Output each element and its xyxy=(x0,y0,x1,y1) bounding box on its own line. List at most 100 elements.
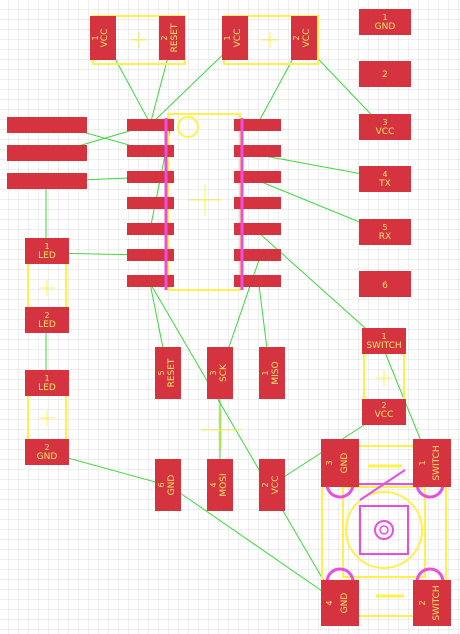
pad-label: VCC xyxy=(100,29,110,48)
pad-label: GND xyxy=(340,593,350,614)
pad-label: SCK xyxy=(219,363,229,382)
switch-actuator xyxy=(345,491,423,569)
pad-label: GND xyxy=(340,453,350,474)
pad-led[interactable] xyxy=(25,238,69,264)
pad-label: MOSI xyxy=(219,473,229,496)
silkscreen-outline xyxy=(321,445,447,617)
pad-label: GND xyxy=(167,475,177,496)
pad-vcc[interactable] xyxy=(291,16,317,60)
pad-number: 1 xyxy=(261,370,270,375)
microcontroller-chip xyxy=(127,113,281,291)
pad-serial-6[interactable] xyxy=(359,271,411,297)
pad-vcc[interactable] xyxy=(222,16,248,60)
chip-pin[interactable] xyxy=(127,171,174,183)
pad-tact-switch[interactable] xyxy=(413,439,451,487)
pad-tact-switch[interactable] xyxy=(413,580,451,626)
pad-serial-2[interactable] xyxy=(359,61,411,87)
pad-isp-vcc[interactable] xyxy=(259,459,285,511)
pad-isp-miso[interactable] xyxy=(259,347,285,399)
pad-label: VCC xyxy=(376,127,395,137)
pad-label: GND xyxy=(375,22,396,32)
crosshair-mark xyxy=(39,410,55,426)
pad-number: 1 xyxy=(418,460,427,465)
pad-bare[interactable] xyxy=(7,173,87,189)
pad-bare[interactable] xyxy=(7,117,87,133)
chip-pin[interactable] xyxy=(127,145,174,157)
pad-isp-mosi[interactable] xyxy=(207,459,233,511)
pad-number: 2 xyxy=(44,311,49,320)
left-pad-group xyxy=(7,117,87,189)
pad-isp-reset[interactable] xyxy=(155,347,181,399)
pad-label: LED xyxy=(38,251,56,261)
pad-number: 3 xyxy=(382,118,387,127)
chip-pin[interactable] xyxy=(127,197,174,209)
pad-number: 4 xyxy=(209,482,218,487)
pad-led[interactable] xyxy=(25,370,69,396)
switch-header: 1 SWITCH 2 VCC xyxy=(362,328,406,425)
chip-pin[interactable] xyxy=(127,275,174,287)
pad-number: 2 xyxy=(381,401,386,410)
pad-vcc[interactable] xyxy=(90,16,116,60)
pad-reset[interactable] xyxy=(159,16,185,60)
trace-ring xyxy=(379,525,389,535)
crosshair-mark xyxy=(131,32,147,48)
pad-number: 1 xyxy=(381,332,386,341)
pad-vcc[interactable] xyxy=(362,399,406,425)
pad-tact-gnd[interactable] xyxy=(321,580,359,626)
pad-serial-3[interactable] xyxy=(359,114,411,140)
led-b: 1 LED 2 GND xyxy=(25,370,69,465)
chip-right-pins xyxy=(234,119,281,287)
pin1-marker xyxy=(177,116,199,138)
pad-number: 2 xyxy=(261,482,270,487)
pad-label: MISO xyxy=(271,361,281,384)
chip-pin[interactable] xyxy=(234,119,281,131)
chip-pin[interactable] xyxy=(234,145,281,157)
pad-serial-5[interactable] xyxy=(359,219,411,245)
chip-left-pins xyxy=(127,119,174,287)
pad-number: 3 xyxy=(209,370,218,375)
pad-number: 2 xyxy=(292,35,301,40)
pad-label: VCC xyxy=(233,29,243,48)
chip-pin[interactable] xyxy=(127,223,174,235)
pad-label: SWITCH xyxy=(432,585,442,620)
pad-label: GND xyxy=(37,452,58,462)
chip-pin[interactable] xyxy=(234,197,281,209)
pad-isp-sck[interactable] xyxy=(207,347,233,399)
chip-pin[interactable] xyxy=(234,223,281,235)
pad-led[interactable] xyxy=(25,307,69,333)
crosshair-mark xyxy=(189,184,221,216)
serial-header: 1 GND 2 3 VCC 4 TX 5 RX 6 xyxy=(359,9,411,297)
pad-number: 2 xyxy=(382,70,388,80)
crosshair-mark xyxy=(376,370,392,386)
chip-pin[interactable] xyxy=(234,171,281,183)
pad-label: VCC xyxy=(271,476,281,495)
pad-number: 1 xyxy=(91,35,100,40)
chip-pin[interactable] xyxy=(234,275,281,287)
pad-serial-4[interactable] xyxy=(359,166,411,192)
crosshair-mark xyxy=(39,280,55,296)
pad-label: SWITCH xyxy=(366,341,401,351)
pad-number: 1 xyxy=(223,35,232,40)
pad-gnd[interactable] xyxy=(25,439,69,465)
crosshair-mark xyxy=(201,410,241,450)
pad-number: 5 xyxy=(157,370,166,375)
pad-isp-gnd[interactable] xyxy=(155,459,181,511)
chip-pin[interactable] xyxy=(127,119,174,131)
pad-number: 3 xyxy=(325,460,334,465)
pad-tact-gnd[interactable] xyxy=(321,439,359,487)
pad-label: TX xyxy=(378,179,391,189)
pad-label: SWITCH xyxy=(432,445,442,480)
pad-label: RX xyxy=(379,232,391,242)
trace-ring xyxy=(374,520,394,540)
pad-serial-1[interactable] xyxy=(359,9,411,35)
chip-pin[interactable] xyxy=(127,249,174,261)
pad-label: LED xyxy=(38,320,56,330)
pad-number: 2 xyxy=(160,35,169,40)
pad-switch[interactable] xyxy=(362,328,406,354)
pad-label: VCC xyxy=(375,410,394,420)
header-vcc-vcc: 1 VCC 2 VCC xyxy=(222,15,319,65)
pad-bare[interactable] xyxy=(7,145,87,161)
chip-pin[interactable] xyxy=(234,249,281,261)
trace-square xyxy=(359,505,409,555)
